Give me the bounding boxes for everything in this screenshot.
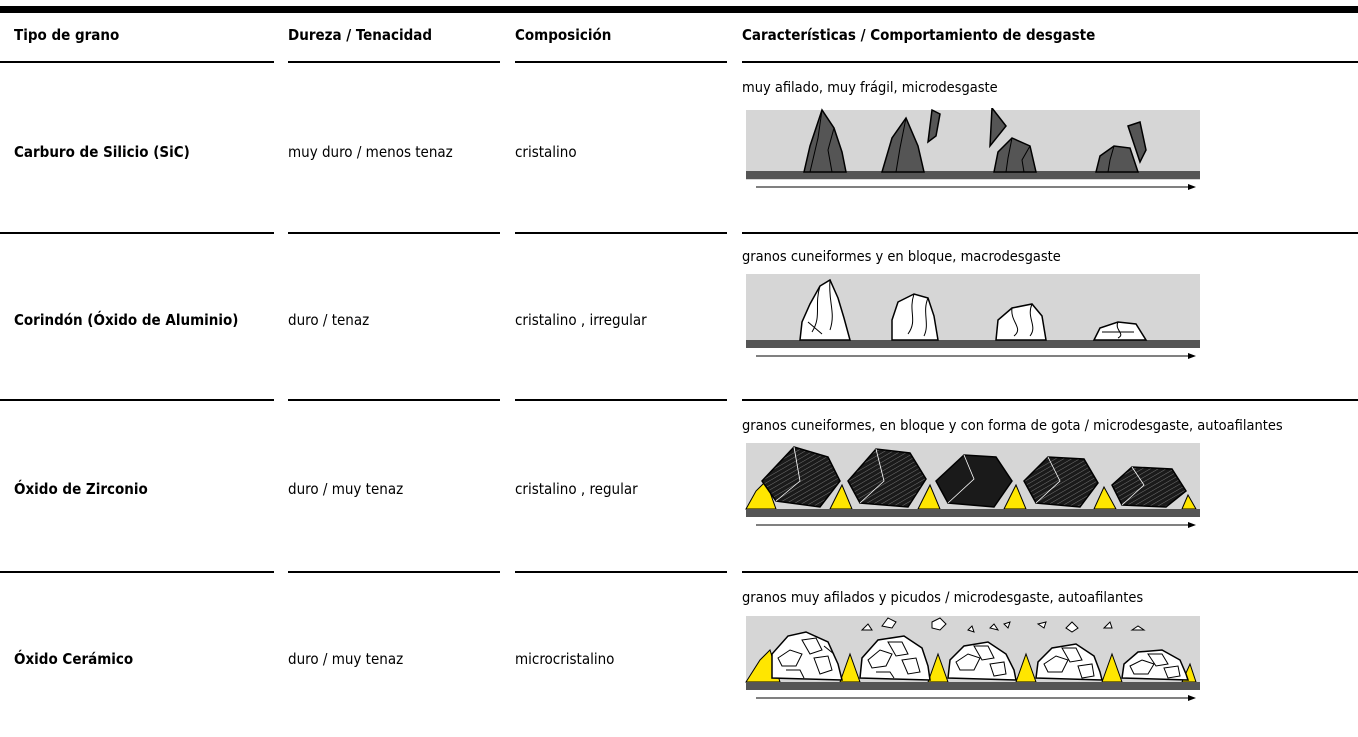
row-hardness: duro / muy tenaz [288, 480, 404, 498]
row-caption: granos cuneiformes y en bloque, macrodes… [742, 249, 1061, 265]
row-caption: granos cuneiformes, en bloque y con form… [742, 418, 1283, 434]
header-hardness: Dureza / Tenacidad [288, 26, 433, 44]
row-grain-name: Óxido Cerámico [14, 650, 134, 668]
header-characteristics: Características / Comportamiento de desg… [742, 26, 1096, 44]
row-hardness: duro / tenaz [288, 311, 370, 329]
row-composition: cristalino [515, 143, 577, 161]
header-rule [288, 61, 500, 63]
header-rule [515, 61, 727, 63]
row-rule [515, 571, 727, 573]
row-rule [742, 571, 1358, 573]
row-composition: microcristalino [515, 650, 615, 668]
row-rule [288, 232, 500, 234]
row-rule [0, 571, 274, 573]
header-rule [742, 61, 1358, 63]
zirconia-wear-illustration-icon [742, 441, 1200, 533]
row-grain-name: Corindón (Óxido de Aluminio) [14, 311, 239, 329]
row-caption: granos muy afilados y picudos / microdes… [742, 590, 1144, 606]
row-rule [515, 232, 727, 234]
row-composition: cristalino , regular [515, 480, 638, 498]
row-composition: cristalino , irregular [515, 311, 647, 329]
row-rule [0, 399, 274, 401]
header-grain-type: Tipo de grano [14, 26, 120, 44]
row-caption: muy afilado, muy frágil, microdesgaste [742, 80, 998, 96]
header-composition: Composición [515, 26, 612, 44]
row-grain-name: Óxido de Zirconio [14, 480, 148, 498]
corundum-wear-illustration-icon [742, 272, 1200, 360]
top-rule [0, 6, 1358, 13]
row-rule [742, 232, 1358, 234]
header-rule [0, 61, 274, 63]
row-rule [288, 399, 500, 401]
sic-wear-illustration-icon [742, 108, 1200, 196]
ceramic-wear-illustration-icon [742, 614, 1200, 706]
row-rule [288, 571, 500, 573]
row-rule [742, 399, 1358, 401]
row-grain-name: Carburo de Silicio (SiC) [14, 143, 190, 161]
row-hardness: muy duro / menos tenaz [288, 143, 453, 161]
row-hardness: duro / muy tenaz [288, 650, 404, 668]
row-rule [515, 399, 727, 401]
row-rule [0, 232, 274, 234]
